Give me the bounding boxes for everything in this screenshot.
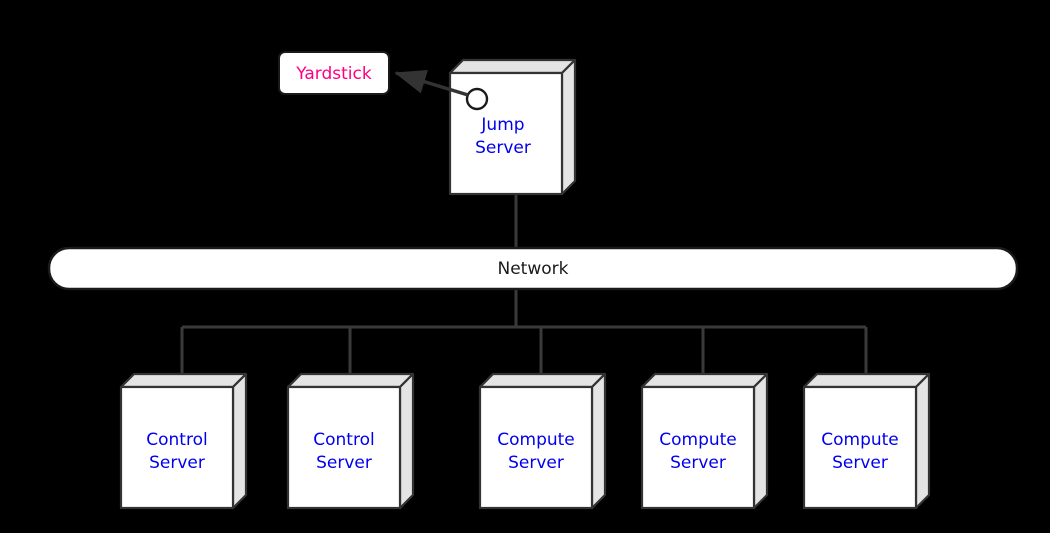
server-side-face <box>590 372 607 510</box>
server-top-face <box>286 372 415 389</box>
network-node[interactable]: Network <box>47 246 1019 291</box>
server-top-face <box>640 372 769 389</box>
server-side-face <box>398 372 415 510</box>
jump-server-front-face[interactable] <box>448 71 564 196</box>
server-side-face <box>914 372 931 510</box>
server-front-face[interactable] <box>478 385 594 510</box>
network-label: Network <box>498 259 569 279</box>
server-top-face <box>802 372 931 389</box>
server-top-face <box>478 372 607 389</box>
network-bar[interactable] <box>47 246 1019 291</box>
jump-server-top-face <box>448 58 577 75</box>
yardstick-arrow <box>394 69 469 97</box>
server-front-face[interactable] <box>286 385 402 510</box>
jump-server-side-face <box>560 58 577 196</box>
server-top-face <box>119 372 248 389</box>
jump-server-node[interactable]: Jump Server <box>448 58 577 196</box>
yardstick-label: Yardstick <box>295 64 372 84</box>
yardstick-node[interactable]: Yardstick <box>278 51 390 95</box>
connector-group <box>180 194 868 374</box>
server-front-face[interactable] <box>640 385 756 510</box>
yardstick-box[interactable] <box>278 51 390 95</box>
server-side-face <box>752 372 769 510</box>
server-side-face <box>231 372 248 510</box>
circle-port-icon <box>465 87 489 111</box>
server-front-face[interactable] <box>119 385 235 510</box>
server-front-face[interactable] <box>802 385 918 510</box>
